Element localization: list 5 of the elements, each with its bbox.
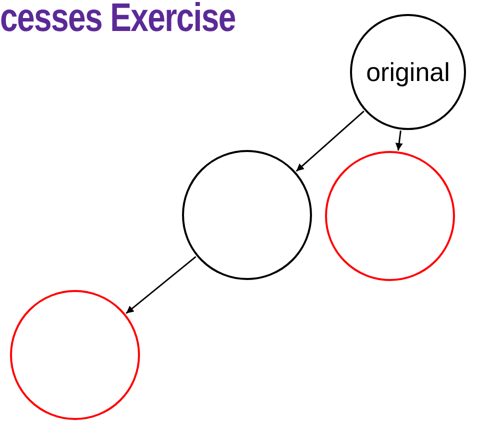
title: cesses Exercise	[0, 0, 236, 40]
arrow	[296, 110, 364, 172]
arrow	[395, 130, 403, 151]
arrow	[126, 256, 196, 314]
node-label: original	[366, 56, 450, 88]
